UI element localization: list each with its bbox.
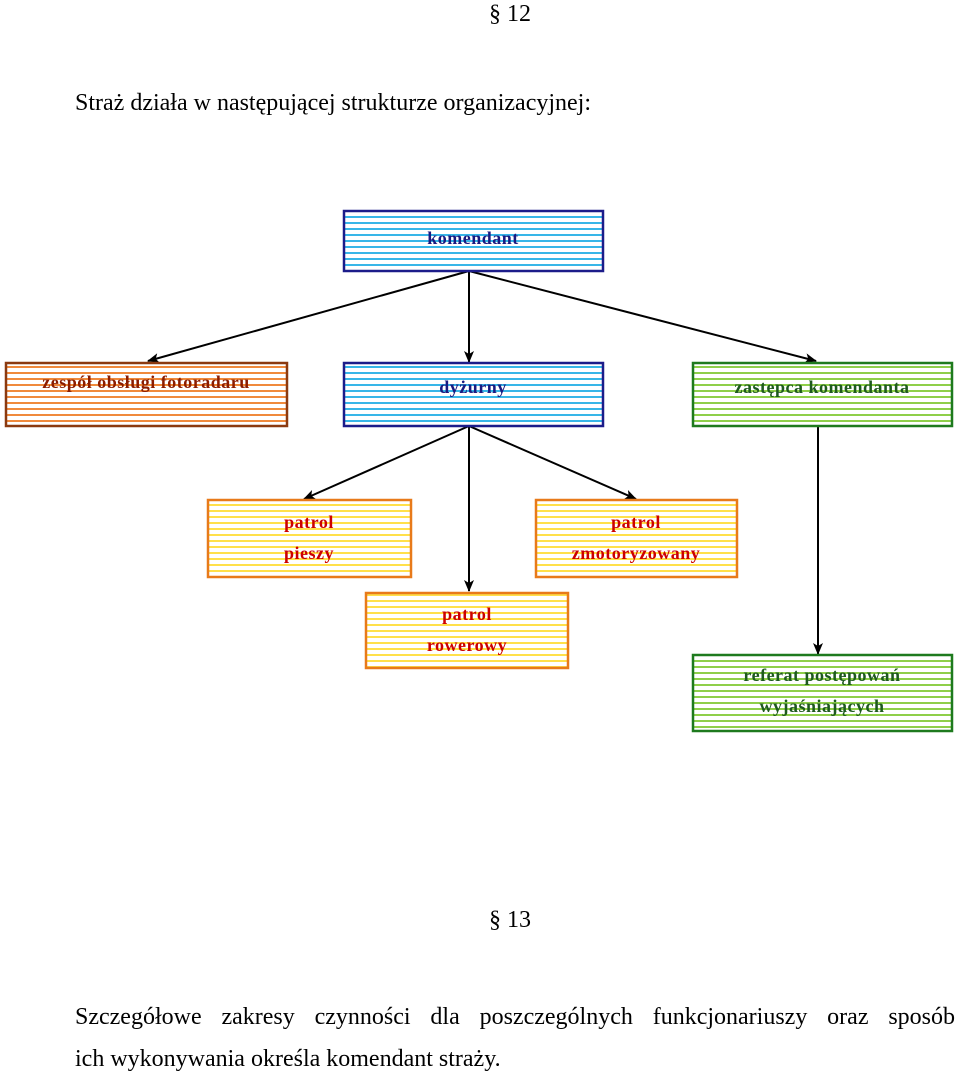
arrow-komendant-fotoradar bbox=[147, 270, 470, 363]
node-patrol-rowerowy-line-1: patrol bbox=[442, 604, 492, 624]
closing-paragraph-line-2: ich wykonywania określa komendant straży… bbox=[75, 1046, 501, 1071]
node-dyzurny: dyżurny bbox=[342, 361, 605, 428]
node-patrol-rowerowy: patrol rowerowy bbox=[364, 591, 570, 670]
node-patrol-zmotoryzowany: patrol zmotoryzowany bbox=[534, 498, 739, 579]
node-referat-line-2: wyjaśniających bbox=[760, 696, 885, 716]
arrow-dyzurny-pieszy bbox=[303, 425, 470, 500]
node-referat: referat postępowań wyjaśniających bbox=[691, 653, 954, 733]
arrow-dyzurny-zmot bbox=[468, 425, 637, 500]
section-number-13: § 13 bbox=[489, 907, 531, 933]
node-komendant: komendant bbox=[342, 209, 605, 273]
node-komendant-label: komendant bbox=[427, 228, 519, 248]
connectors bbox=[147, 270, 823, 655]
node-patrol-pieszy: patrol pieszy bbox=[206, 498, 413, 579]
node-fotoradar: zespół obsługi fotoradaru bbox=[4, 361, 289, 428]
node-dyzurny-label: dyżurny bbox=[439, 377, 507, 397]
node-patrol-zmot-line-2: zmotoryzowany bbox=[572, 543, 700, 563]
closing-paragraph: Szczegółowe zakresy czynności dla poszcz… bbox=[75, 996, 955, 1071]
node-referat-line-1: referat postępowań bbox=[743, 665, 900, 685]
node-zastepca: zastępca komendanta bbox=[691, 361, 954, 428]
closing-paragraph-line-1: Szczegółowe zakresy czynności dla poszcz… bbox=[75, 1004, 955, 1030]
node-patrol-rowerowy-line-2: rowerowy bbox=[427, 635, 507, 655]
arrow-komendant-zastepca bbox=[468, 270, 817, 364]
node-patrol-pieszy-line-1: patrol bbox=[284, 512, 334, 532]
node-zastepca-label: zastępca komendanta bbox=[735, 377, 910, 397]
section-number-12: § 12 bbox=[489, 1, 531, 27]
node-patrol-zmot-line-1: patrol bbox=[611, 512, 661, 532]
intro-paragraph: Straż działa w następującej strukturze o… bbox=[75, 90, 591, 116]
node-patrol-pieszy-line-2: pieszy bbox=[284, 543, 334, 563]
node-fotoradar-label: zespół obsługi fotoradaru bbox=[42, 372, 250, 392]
